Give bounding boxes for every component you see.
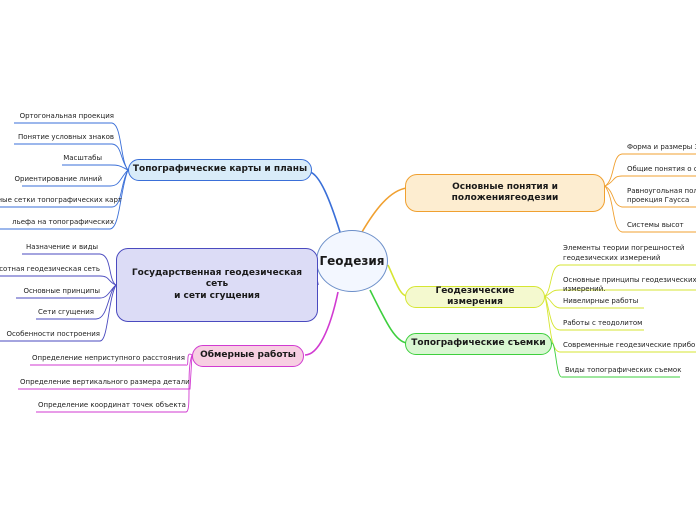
leaf-leveling[interactable]: Нивелирные работы — [563, 297, 639, 305]
leaf-modern-instruments[interactable]: Современные геодезические прибо — [563, 341, 696, 349]
leaf-error-theory-line1[interactable]: Элементы теории погрешностей — [563, 244, 685, 252]
leaf-general-concepts[interactable]: Общие понятия о с — [627, 165, 696, 173]
node-basic-concepts-line2: положениягеодезии — [451, 193, 559, 203]
leaf-theodolite[interactable]: Работы с теодолитом — [563, 319, 643, 327]
node-topographic-surveys-label: Топографические съемки — [411, 338, 546, 349]
leaf-relief[interactable]: льефа на топографических — [12, 218, 114, 226]
leaf-conventional-signs[interactable]: Понятие условных знаков — [17, 133, 114, 141]
node-measurement-works[interactable]: Обмерные работы — [192, 345, 304, 367]
leaf-inaccessible-distance[interactable]: Определение неприступного расстояния — [32, 354, 185, 362]
leaf-line-orientation[interactable]: Ориентирование линий — [14, 175, 102, 183]
leaf-orthogonal-projection[interactable]: Ортогональная проекция — [19, 112, 114, 120]
center-node-geodesy[interactable]: Геодезия — [316, 230, 388, 292]
node-topographic-maps-label: Топографические карты и планы — [132, 164, 308, 175]
leaf-conformal-line2[interactable]: проекция Гаусса — [627, 196, 690, 204]
center-label: Геодезия — [319, 253, 385, 268]
node-state-network-line3: и сети сгущения — [174, 290, 260, 301]
node-geodetic-measurements[interactable]: Геодезические измерения — [405, 286, 545, 308]
leaf-error-theory-line2[interactable]: геодезических измерений — [563, 254, 661, 262]
node-topographic-maps[interactable]: Топографические карты и планы — [128, 159, 312, 181]
leaf-measure-principles-line1[interactable]: Основные принципы геодезических — [563, 276, 696, 284]
leaf-densification-networks[interactable]: Сети сгущения — [38, 308, 94, 316]
leaf-basic-principles[interactable]: Основные принципы — [23, 287, 100, 295]
leaf-measure-principles-line2[interactable]: измерений. — [563, 285, 606, 293]
leaf-purpose-types[interactable]: Назначение и виды — [25, 243, 98, 251]
leaf-height-network[interactable]: высотная геодезическая сеть — [0, 265, 100, 273]
node-measurement-works-label: Обмерные работы — [200, 350, 296, 361]
leaf-scales[interactable]: Масштабы — [63, 154, 102, 162]
node-basic-concepts-line1: Основные понятия и — [452, 181, 558, 192]
leaf-conformal-line1[interactable]: Равноугольная пол — [627, 187, 696, 195]
leaf-height-systems[interactable]: Системы высот — [627, 221, 684, 229]
node-state-network[interactable]: Государственная геодезическая сеть и сет… — [116, 248, 318, 322]
leaf-map-grids[interactable]: ные сетки топографических карт — [0, 196, 122, 204]
node-geodetic-measurements-label: Геодезические измерения — [435, 285, 515, 307]
node-state-network-line2: сеть — [205, 279, 229, 290]
leaf-earth-shape[interactable]: Форма и размеры З — [627, 143, 696, 151]
node-basic-concepts[interactable]: Основные понятия и положениягеодезии — [405, 174, 605, 212]
leaf-survey-types[interactable]: Виды топографических съемок — [565, 366, 682, 374]
leaf-point-coordinates[interactable]: Определение координат точек объекта — [38, 401, 186, 409]
leaf-vertical-size[interactable]: Определение вертикального размера детали — [20, 378, 190, 386]
node-topographic-surveys[interactable]: Топографические съемки — [405, 333, 552, 355]
leaf-construction-features[interactable]: Особенности построения — [6, 330, 100, 338]
node-state-network-line1: Государственная геодезическая — [131, 268, 303, 279]
